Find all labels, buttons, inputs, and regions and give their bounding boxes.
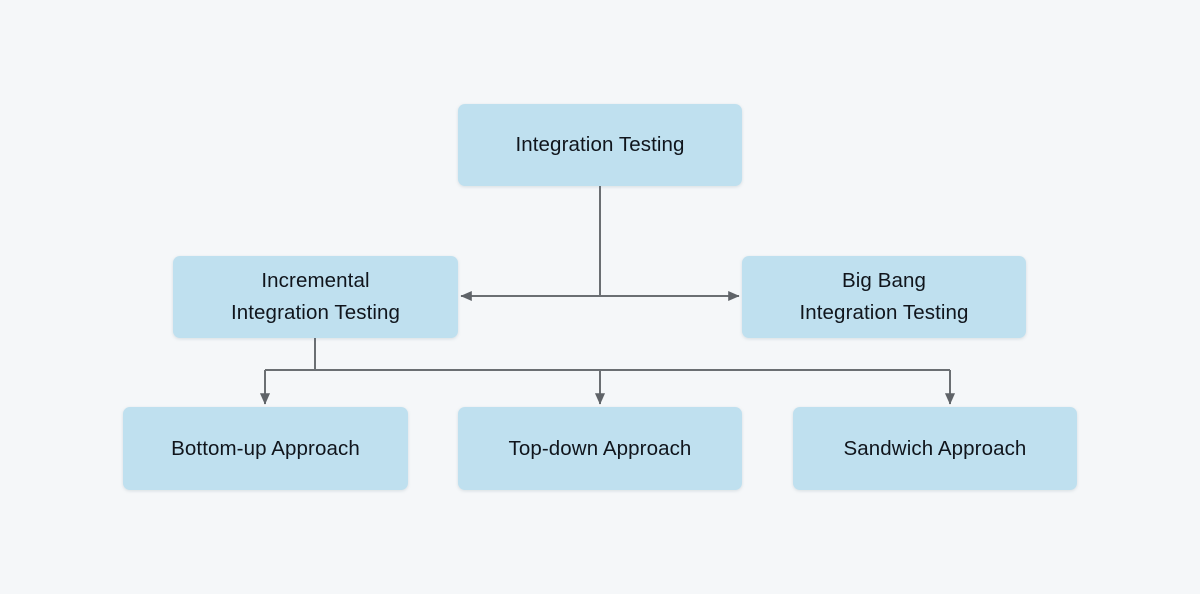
node-label: Bottom-up Approach [171,436,360,460]
node-big-bang-integration-testing[interactable]: Big Bang Integration Testing [742,256,1026,338]
node-top-down-approach[interactable]: Top-down Approach [458,407,742,490]
node-bottom-up-approach[interactable]: Bottom-up Approach [123,407,408,490]
node-sandwich-approach[interactable]: Sandwich Approach [793,407,1077,490]
node-label: Big Bang Integration Testing [799,269,969,324]
node-label: Top-down Approach [508,436,692,460]
node-integration-testing[interactable]: Integration Testing [458,104,742,186]
node-label: Sandwich Approach [843,436,1027,460]
node-incremental-integration-testing[interactable]: Incremental Integration Testing [173,256,458,338]
node-label: Incremental Integration Testing [230,269,401,324]
node-label: Integration Testing [515,133,685,157]
